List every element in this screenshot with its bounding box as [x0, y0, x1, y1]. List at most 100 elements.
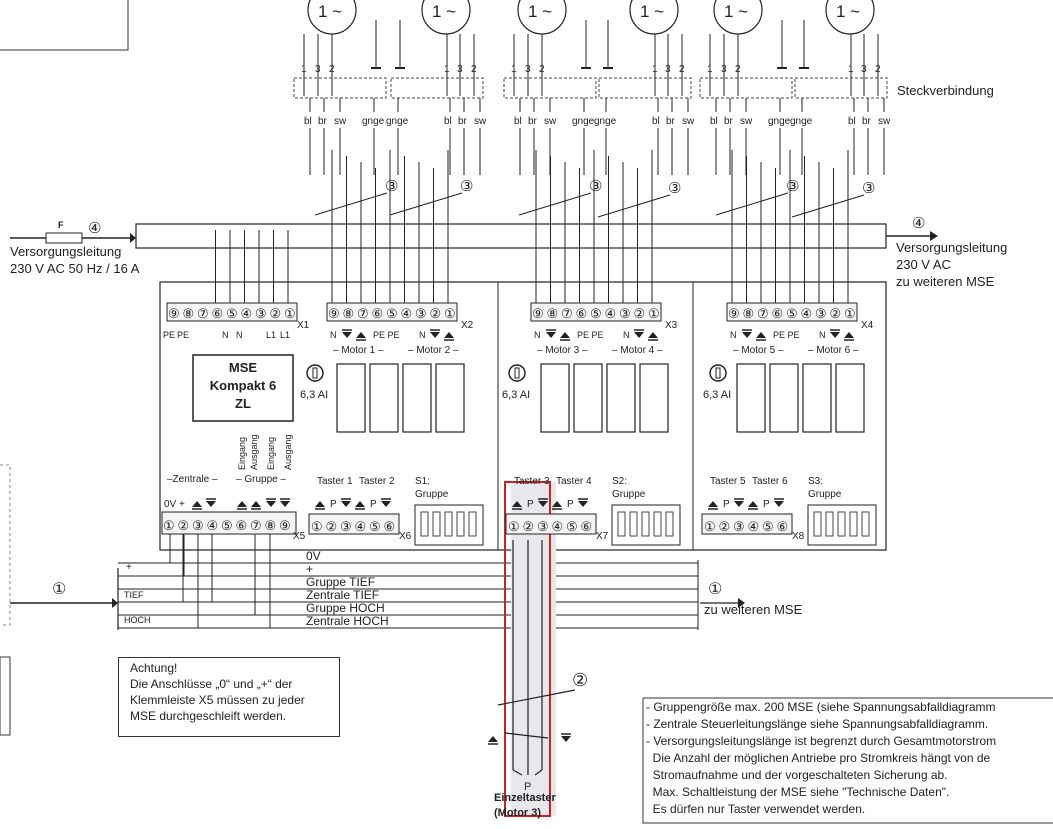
control-out-arrow	[738, 598, 745, 608]
motorpins-1-up2	[648, 332, 658, 338]
terminal-strip-t2	[701, 513, 793, 535]
relay-0-2	[402, 363, 432, 433]
cable-slash-6	[791, 194, 865, 218]
highlight-shade	[511, 482, 556, 816]
bus-0v: 0V	[306, 549, 321, 563]
vlabel-0: Eingang	[237, 437, 247, 470]
terminal-t2-6: ⑥	[777, 519, 789, 534]
t0-up1	[315, 501, 325, 507]
terminal-strip-x1	[166, 302, 298, 322]
fuse-body-0	[312, 367, 318, 379]
left-block-hoch: HOCH	[124, 615, 151, 625]
motor-1-wire-label-1: br	[318, 116, 328, 127]
motorpins-2-n1: N	[730, 330, 737, 340]
motor-5-symbol: 1 ~	[724, 2, 748, 21]
motor-5-wire-label-3: gnge	[768, 116, 791, 127]
relay-1-3	[639, 363, 669, 433]
switch-label-2: S3:	[808, 476, 823, 487]
terminal-x1-7: ⑦	[197, 306, 209, 321]
motorpins-0-n1: N	[330, 330, 337, 340]
note-1: - Gruppengröße max. 200 MSE (siehe Spann…	[646, 700, 996, 714]
x5-plus: +	[179, 499, 185, 510]
dip-1-3	[653, 511, 662, 537]
motor-5-wire-label-0: bl	[710, 116, 718, 127]
terminal-x2-2: ②	[430, 306, 442, 321]
dip-2-0	[813, 511, 822, 537]
x5-up	[192, 501, 202, 507]
terminal-x3-7: ⑦	[561, 306, 573, 321]
motor-4-symbol: 1 ~	[640, 2, 664, 21]
connector-X8: X8	[792, 531, 805, 542]
motor-4-wire-label-1: bl	[652, 116, 660, 127]
terminal-x4-7: ⑦	[757, 306, 769, 321]
highlight-box	[504, 481, 551, 817]
terminal-x4-1: ①	[844, 306, 856, 321]
motor-1-wire-label-3: gnge	[362, 116, 385, 127]
relay-1-1	[573, 363, 603, 433]
model-line3: ZL	[235, 396, 251, 411]
terminal-t0-5: ⑤	[369, 519, 381, 534]
note-7: Es dürfen nur Taster verwendet werden.	[646, 802, 866, 816]
motor-4-wire-label-0: gnge	[594, 116, 617, 127]
terminal-x4-5: ⑤	[786, 306, 798, 321]
einzeltaster-label: Einzeltaster	[494, 792, 556, 804]
motor-3-wire-label-1: br	[528, 116, 538, 127]
motorpins-1-n1: N	[534, 330, 541, 340]
t2-up2	[748, 501, 758, 507]
taster-label-2: Taster 2	[359, 476, 395, 487]
marker-3-6: ③	[862, 180, 875, 197]
achtung-box: Achtung! Die Anschlüsse „0“ und „+“ der …	[118, 657, 340, 737]
relay-2-0	[736, 363, 766, 433]
terminal-t0-6: ⑥	[384, 519, 396, 534]
terminal-x4-3: ③	[815, 306, 827, 321]
terminal-x5-7: ⑦	[250, 518, 262, 533]
terminal-t0-2: ②	[326, 519, 338, 534]
relay-1-0	[540, 363, 570, 433]
dip-1-0	[617, 511, 626, 537]
einzeltaster-p: P	[524, 781, 531, 793]
motorpins-1-up1	[560, 332, 570, 338]
einzeltaster-motor: (Motor 3)	[494, 807, 542, 819]
motorpins-2-n2: N	[819, 330, 826, 340]
fuse-body-1	[514, 367, 520, 379]
terminal-x1-8: ⑧	[183, 306, 195, 321]
marker-4-left: ④	[88, 220, 102, 237]
x5-gdn	[266, 501, 276, 507]
terminal-x3-2: ②	[634, 306, 646, 321]
motorpins-0-n2: N	[419, 330, 426, 340]
motor-4-wire-label-3: sw	[682, 116, 695, 127]
supply-in-arrow	[130, 233, 136, 243]
motorpins-1-pe: PE PE	[577, 330, 604, 340]
note-6: Max. Schaltleistung der MSE siehe "Techn…	[646, 785, 950, 799]
switch-gruppe-0: Gruppe	[415, 489, 449, 500]
control-bus	[118, 560, 699, 630]
fuse-rating-2: 6,3 AI	[703, 389, 731, 401]
t0-dn1	[341, 501, 351, 507]
terminal-t1-1: ①	[508, 519, 520, 534]
motor-3-wire-label-2: sw	[544, 116, 557, 127]
terminal-x5-2: ②	[178, 518, 190, 533]
motorpins-0-up1	[356, 332, 366, 338]
relay-0-3	[435, 363, 465, 433]
motor-2-wire-label-3: sw	[474, 116, 487, 127]
x5-gup	[237, 501, 247, 507]
taster-label-6: Taster 6	[752, 476, 788, 487]
note-4: Die Anzahl der möglichen Antriebe pro St…	[646, 751, 991, 765]
t0-p2: P	[370, 499, 377, 510]
taster-label-3: Taster 3	[514, 476, 550, 487]
terminal-x5-1: ①	[163, 518, 175, 533]
dip-1-1	[629, 511, 638, 537]
motor-6-wire-label-3: sw	[878, 116, 891, 127]
terminal-t1-2: ②	[523, 519, 535, 534]
motorpins-2-down1	[742, 332, 752, 338]
marker-3-5: ③	[786, 178, 799, 195]
note-3: - Versorgungsleitungslänge ist begrenzt …	[646, 734, 997, 748]
dip-0-3	[456, 511, 465, 537]
relay-0-1	[369, 363, 399, 433]
motor-6-wire-label-2: br	[862, 116, 872, 127]
t1-p1: P	[527, 499, 534, 510]
connector-x4: X4	[861, 320, 874, 331]
t0-up2	[355, 501, 365, 507]
supply-right-line3: zu weiteren MSE	[896, 274, 995, 289]
bus-zentrale-tief: Zentrale TIEF	[306, 588, 380, 602]
